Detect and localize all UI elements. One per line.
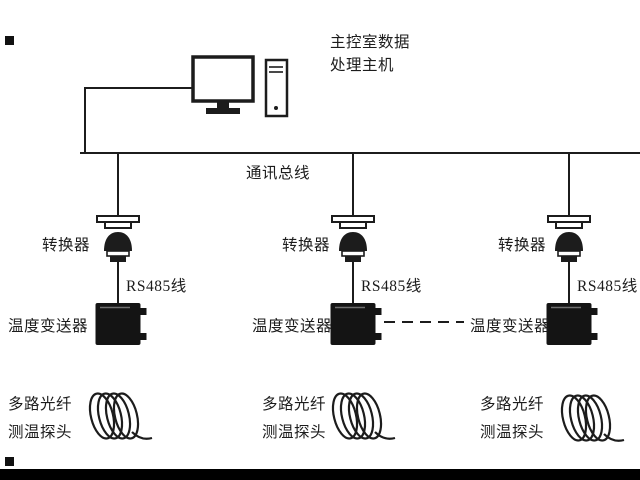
host-to-bus-wire	[84, 87, 193, 153]
probe-label-line1: 多路光纤	[8, 395, 72, 413]
transmitter-icon	[94, 302, 148, 346]
converter-icon	[331, 215, 375, 263]
transmitter-icon	[329, 302, 383, 346]
converter-label: 转换器	[282, 236, 330, 254]
rs485-label: RS485线	[361, 277, 422, 295]
transmitter-icon	[545, 302, 599, 346]
branch-1: 转换器 RS485线 温度变送器 多路光纤 测温探头	[8, 153, 187, 443]
transmitter-label: 温度变送器	[470, 317, 550, 335]
converter-icon	[547, 215, 591, 263]
converter-label: 转换器	[498, 236, 546, 254]
probe-label-line2: 测温探头	[262, 423, 326, 441]
fiber-coil-icon	[84, 389, 154, 443]
fiber-coil-icon	[556, 391, 626, 445]
scan-artifact-bottom	[5, 457, 14, 466]
bus-label: 通讯总线	[246, 164, 310, 182]
transmitter-label: 温度变送器	[252, 317, 332, 335]
rs485-label: RS485线	[577, 277, 638, 295]
monitor-base	[206, 108, 240, 114]
monitor-stand	[217, 101, 229, 108]
probe-label-line2: 测温探头	[8, 423, 72, 441]
converter-label: 转换器	[42, 236, 90, 254]
transmitter-label: 温度变送器	[8, 317, 88, 335]
bottom-black-bar	[0, 469, 640, 480]
host-computer	[191, 55, 289, 118]
branch-3: 转换器 RS485线 温度变送器 多路光纤 测温探头	[470, 153, 638, 445]
probe-label-line1: 多路光纤	[480, 395, 544, 413]
rs485-label: RS485线	[126, 277, 187, 295]
tower-power-dot	[274, 106, 278, 110]
host-label-line1: 主控室数据	[330, 33, 410, 51]
fiber-coil-icon	[327, 389, 397, 443]
probe-label-line1: 多路光纤	[262, 395, 326, 413]
monitor-icon	[191, 55, 255, 103]
probe-label-line2: 测温探头	[480, 423, 544, 441]
host-label-line2: 处理主机	[330, 56, 394, 74]
converter-icon	[96, 215, 140, 263]
branch-2: 转换器 RS485线 温度变送器 多路光纤 测温探头	[252, 153, 422, 443]
tower-icon	[264, 58, 289, 118]
scan-artifact-top	[5, 36, 14, 45]
